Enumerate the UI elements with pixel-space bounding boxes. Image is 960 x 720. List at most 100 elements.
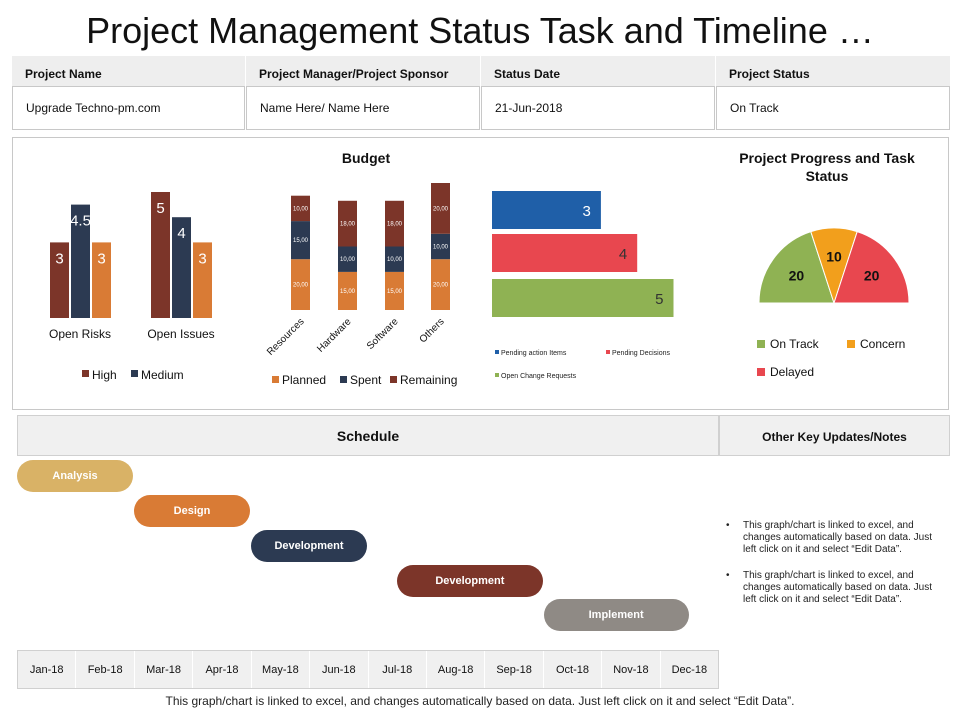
month-label: Nov-18 [602,651,661,688]
data-label: 10,00 [340,257,356,263]
chart-title: Project Progress and Task [739,150,915,166]
month-label: Mar-18 [134,651,194,688]
legend-label: On Track [770,337,820,351]
legend-swatch [82,370,89,377]
category-label: Software [365,316,401,352]
info-project-name: Project Name Upgrade Techno-pm.com [12,56,245,130]
data-label: 10,00 [387,257,403,263]
info-project-manager: Project Manager/Project Sponsor Name Her… [246,56,480,130]
data-label: 3 [97,250,105,267]
bar [50,242,69,318]
hbar [492,279,674,317]
month-label: Aug-18 [426,651,486,688]
phase-bar-development[interactable]: Development [397,565,543,597]
month-label: Jul-18 [368,651,427,688]
phase-bar-development[interactable]: Development [251,530,367,562]
chart-title: Budget [342,150,391,166]
info-value[interactable]: On Track [716,86,950,130]
chart-title: Status [806,168,849,184]
category-label: Resources [265,316,307,358]
legend-label: Pending Decisions [612,350,670,357]
data-label: 5 [655,291,663,308]
category-label: Hardware [315,316,354,355]
info-value[interactable]: 21-Jun-2018 [481,86,715,130]
category-label: Open Issues [147,327,214,341]
stacked-segment [385,246,404,272]
notes-header: Other Key Updates/Notes [719,415,950,456]
legend-swatch [131,370,138,377]
category-label: Others [418,316,447,345]
legend-label: Pending action Items [501,350,567,357]
gauge-slice [833,231,910,304]
legend-swatch [757,368,765,376]
progress-gauge-chart[interactable]: Project Progress and TaskStatus201020On … [720,140,945,405]
info-header: Project Manager/Project Sponsor [246,56,480,86]
stacked-segment [291,259,310,310]
bullet-icon: • [726,520,730,531]
notes-list: • This graph/chart is linked to excel, a… [726,520,946,620]
data-label: 4 [619,246,627,263]
month-label: May-18 [251,651,311,688]
data-label: 20,00 [433,283,449,289]
legend-label: Medium [141,368,184,382]
month-label: Apr-18 [193,651,252,688]
legend-swatch [272,376,279,383]
hbar [492,234,638,272]
schedule-header: Schedule [17,415,719,456]
footer-note: This graph/chart is linked to excel, and… [165,694,795,708]
legend-swatch [495,350,499,354]
data-label: 15,00 [293,238,309,244]
stacked-segment [385,200,404,247]
info-header: Status Date [481,56,715,86]
legend-label: Spent [350,373,382,387]
bar [71,204,90,318]
stacked-segment [291,221,310,260]
info-status-date: Status Date 21-Jun-2018 [481,56,715,130]
info-value[interactable]: Name Here/ Name Here [246,86,480,130]
info-header: Project Status [716,56,950,86]
stacked-segment [385,271,404,310]
stacked-segment [431,183,450,234]
legend-swatch [390,376,397,383]
month-label: Jan-18 [18,651,77,688]
stacked-segment [431,233,450,260]
phase-bar-design[interactable]: Design [134,495,250,527]
bar [92,242,111,318]
legend-label: Remaining [400,373,457,387]
data-label: 3 [198,250,206,267]
legend-label: Delayed [770,365,814,379]
month-label: Oct-18 [543,651,603,688]
note-text: This graph/chart is linked to excel, and… [743,520,933,555]
stacked-segment [431,259,450,310]
month-label: Jun-18 [310,651,369,688]
data-label: 10,00 [293,206,309,212]
stacked-segment [291,195,310,222]
data-label: 15,00 [340,289,356,295]
legend-swatch [495,373,499,377]
data-label: 20,00 [293,283,309,289]
data-label: 18,00 [387,222,403,228]
gauge-slice [758,231,835,304]
month-label: Feb-18 [76,651,135,688]
bar [172,217,191,318]
data-label: 10 [826,249,842,265]
bar [193,242,212,318]
phase-bar-analysis[interactable]: Analysis [17,460,133,492]
legend-label: Planned [282,373,326,387]
bar [151,192,170,318]
stacked-segment [338,271,357,310]
legend-swatch [757,340,765,348]
info-header: Project Name [12,56,245,86]
data-label: 5 [156,200,164,217]
info-project-status: Project Status On Track [716,56,950,130]
phase-bar-implement[interactable]: Implement [543,599,689,631]
info-value[interactable]: Upgrade Techno-pm.com [12,86,245,130]
note-item: • This graph/chart is linked to excel, a… [726,570,946,606]
data-label: 18,00 [340,222,356,228]
data-label: 4 [177,225,185,242]
data-label: 4.5 [70,213,91,230]
